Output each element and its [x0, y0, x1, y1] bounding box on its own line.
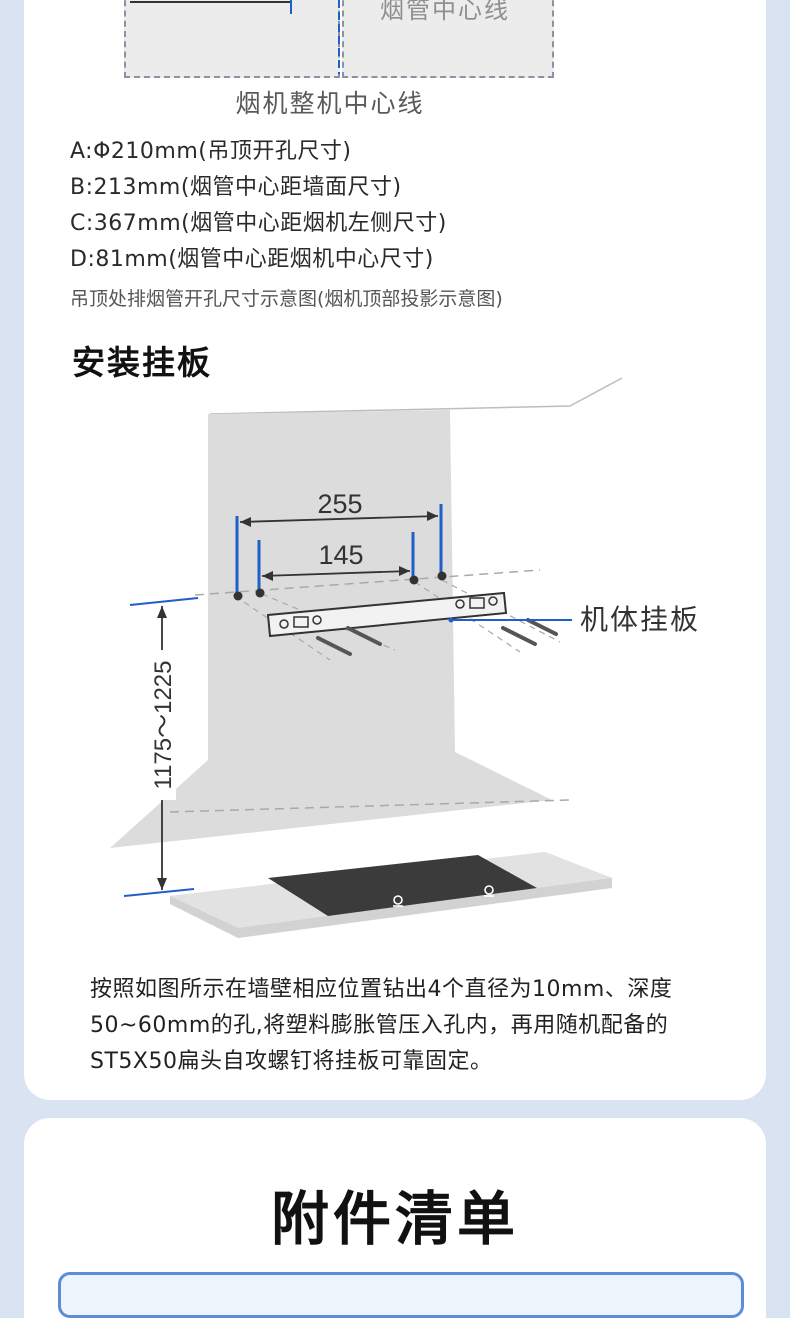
- section-title-install: 安装挂板: [72, 343, 212, 382]
- description-line: 50~60mm的孔,将塑料膨胀管压入孔内，再用随机配备的: [90, 1013, 669, 1038]
- wall-bracket: [266, 591, 508, 638]
- spec-item-c: C:367mm(烟管中心距烟机左侧尺寸): [70, 211, 447, 236]
- ceiling-hole-diagram: 烟管中心线 烟机整机中心线: [0, 0, 790, 120]
- projection-lines: [130, 0, 340, 74]
- dim-height-label: 1175～1225: [150, 661, 177, 790]
- dim-inner-label: 145: [318, 540, 363, 570]
- section-title-accessories: 附件清单: [270, 1185, 519, 1253]
- machine-center-label: 烟机整机中心线: [235, 89, 425, 118]
- cooktop: [268, 855, 537, 916]
- spec-item-d: D:81mm(烟管中心距烟机中心尺寸): [70, 247, 434, 272]
- dim-outer-label: 255: [317, 489, 362, 519]
- hood-projection-left: [124, 0, 340, 78]
- accessories-panel: [58, 1272, 744, 1318]
- hood-projection-right: [342, 0, 554, 78]
- spec-item-a: A:Φ210mm(吊顶开孔尺寸): [70, 139, 352, 164]
- install-bracket-diagram: 255 145 机体挂板 1175～1225: [110, 377, 700, 938]
- description-line: 按照如图所示在墙壁相应位置钻出4个直径为10mm、深度: [90, 977, 673, 1002]
- install-description: 按照如图所示在墙壁相应位置钻出4个直径为10mm、深度 50~60mm的孔,将塑…: [90, 972, 730, 1080]
- spec-list: A:Φ210mm(吊顶开孔尺寸) B:213mm(烟管中心距墙面尺寸) C:36…: [70, 134, 710, 278]
- flue-center-label: 烟管中心线: [380, 0, 510, 24]
- description-line: ST5X50扁头自攻螺钉将挂板可靠固定。: [90, 1049, 493, 1074]
- spec-item-b: B:213mm(烟管中心距墙面尺寸): [70, 175, 402, 200]
- spec-caption: 吊顶处排烟管开孔尺寸示意图(烟机顶部投影示意图): [70, 288, 503, 310]
- bracket-label: 机体挂板: [580, 604, 700, 635]
